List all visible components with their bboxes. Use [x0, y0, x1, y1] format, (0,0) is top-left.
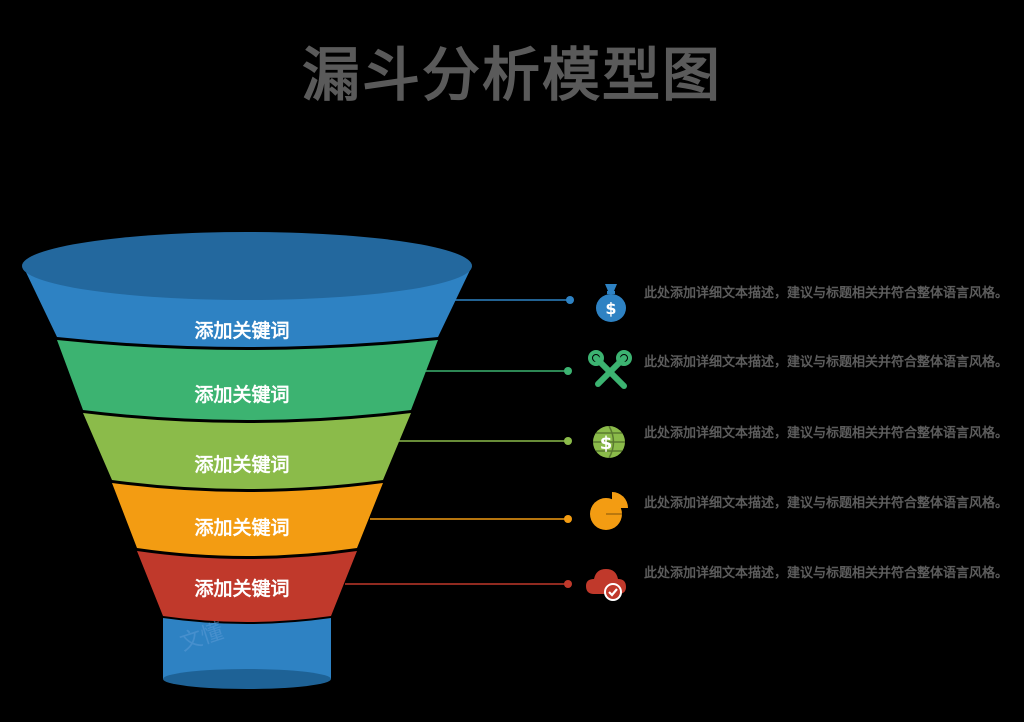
stage-4-label: 添加关键词: [194, 516, 289, 539]
stage-4-description: 此处添加详细文本描述，建议与标题相关并符合整体语言风格。: [644, 496, 1009, 511]
funnel-stage-5: [137, 551, 357, 622]
stage-5-label: 添加关键词: [194, 577, 289, 600]
tools-icon: [586, 348, 634, 396]
cloud-check-icon: [582, 560, 630, 608]
funnel-stage-3: [83, 413, 411, 489]
svg-text:$: $: [600, 433, 613, 454]
stage-2-label: 添加关键词: [194, 383, 289, 406]
connector-4: [370, 515, 572, 523]
funnel-top-opening: [22, 232, 472, 300]
connector-3: [398, 437, 572, 445]
money-bag-icon: $: [587, 278, 635, 326]
funnel-neck-bottom: [163, 669, 331, 689]
page-title: 漏斗分析模型图: [301, 41, 722, 109]
stage-1-description: 此处添加详细文本描述，建议与标题相关并符合整体语言风格。: [644, 286, 1009, 301]
funnel-stage-4: [112, 483, 383, 556]
svg-text:$: $: [605, 299, 616, 318]
stage-3-label: 添加关键词: [194, 453, 289, 476]
stage-5-description: 此处添加详细文本描述，建议与标题相关并符合整体语言风格。: [644, 566, 1009, 581]
stage-3-description: 此处添加详细文本描述，建议与标题相关并符合整体语言风格。: [644, 426, 1009, 441]
funnel-neck: [163, 618, 331, 685]
connector-2: [425, 367, 572, 375]
funnel-stage-2: [57, 340, 438, 420]
stage-2-description: 此处添加详细文本描述，建议与标题相关并符合整体语言风格。: [644, 355, 1009, 370]
pie-chart-icon: [584, 488, 632, 536]
connector-5: [345, 580, 572, 588]
stage-1-label: 添加关键词: [194, 319, 289, 342]
globe-dollar-icon: $: [585, 418, 633, 466]
connector-1: [455, 296, 574, 304]
